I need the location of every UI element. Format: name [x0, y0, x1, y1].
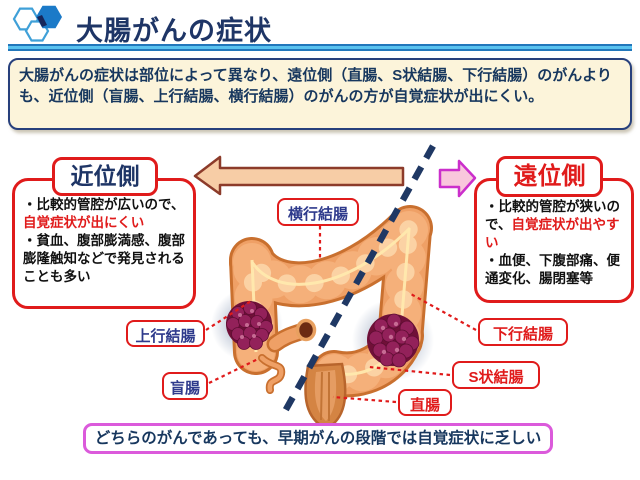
small-intestine-stub	[266, 318, 317, 353]
label-descending-colon: 下行結腸	[478, 318, 568, 346]
proximal-panel-text: ・比較的管腔が広いので、自覚症状が出にくい ・貧血、腹部膨満感、腹部膨隆触知など…	[23, 197, 185, 285]
label-ascending-colon: 上行結腸	[126, 320, 205, 347]
footer-note-text: どちらのがんであっても、早期がんの段階では自覚症状に乏しい	[94, 430, 542, 447]
label-connector-lines	[205, 226, 477, 404]
distal-panel: ・比較的管腔が狭いので、自覚症状が出やすい ・血便、下腹部痛、便通変化、腸閉塞等	[474, 178, 634, 303]
proximal-tumor	[226, 301, 273, 350]
appendix	[258, 354, 286, 394]
label-sigmoid-colon: S状結腸	[452, 361, 540, 389]
intro-text: 大腸がんの症状は部位によって異なり、遠位側（直腸、S状結腸、下行結腸）のがんより…	[19, 67, 612, 106]
distal-title: 遠位側	[496, 156, 603, 197]
rectum-shape	[304, 362, 347, 431]
proximal-left-arrow-icon	[193, 155, 405, 196]
label-rectum: 直腸	[398, 389, 452, 416]
distal-tumor	[367, 313, 420, 368]
page-title: 大腸がんの症状	[76, 16, 272, 46]
intro-box: 大腸がんの症状は部位によって異なり、遠位側（直腸、S状結腸、下行結腸）のがんより…	[8, 58, 632, 130]
hexagon-logo-icon	[12, 5, 62, 42]
distal-right-arrow-icon	[438, 159, 477, 198]
label-transverse-colon: 横行結腸	[277, 198, 359, 226]
footer-note-box: どちらのがんであっても、早期がんの段階では自覚症状に乏しい	[83, 423, 553, 454]
proximal-panel: ・比較的管腔が広いので、自覚症状が出にくい ・貧血、腹部膨満感、腹部膨隆触知など…	[12, 178, 196, 309]
distal-panel-text: ・比較的管腔が狭いので、自覚症状が出やすい ・血便、下腹部痛、便通変化、腸閉塞等	[485, 199, 620, 287]
label-cecum: 盲腸	[162, 372, 208, 400]
division-dashed-line-icon	[281, 144, 436, 415]
proximal-title: 近位側	[52, 157, 158, 196]
header-divider-rule	[8, 44, 632, 51]
